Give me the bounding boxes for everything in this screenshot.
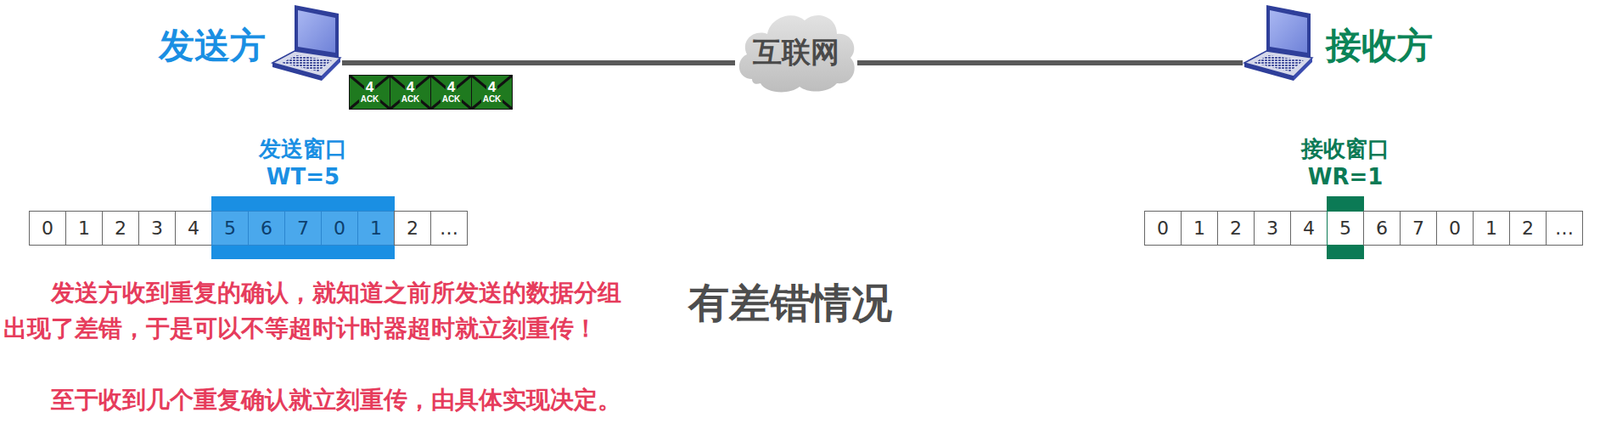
ack-text: ACK <box>481 95 504 105</box>
window-heading: 发送窗口WT=5 <box>258 134 348 191</box>
sequence-number: 1 <box>1193 217 1206 239</box>
sequence-cell: 1 <box>1472 210 1511 246</box>
window-heading: 接收窗口WR=1 <box>1301 134 1390 191</box>
ack-packet: 4ACK <box>348 74 391 110</box>
window-band: 5接收窗口WR=1 <box>1326 196 1365 259</box>
sequence-number: … <box>1555 217 1574 239</box>
ack-text: 4 <box>486 79 498 96</box>
network-link <box>857 60 1243 66</box>
sequence-cell: 7 <box>1399 210 1438 246</box>
ack-packet: 4ACK <box>389 74 432 110</box>
sequence-cell: 1 <box>357 210 395 246</box>
window-label: WT=5 <box>258 162 348 191</box>
sequence-number: 2 <box>114 217 127 239</box>
sequence-cell: 2 <box>1509 210 1547 246</box>
sequence-cell: … <box>430 210 468 246</box>
cross-line <box>471 75 512 109</box>
cloud-label: 互联网 <box>752 29 840 73</box>
host-computer: 接收方 <box>1242 5 1314 87</box>
sequence-cell: 0 <box>1144 210 1182 246</box>
sequence-number: 3 <box>151 217 163 239</box>
window-label: 发送窗口 <box>258 134 348 163</box>
sequence-number: 2 <box>1521 217 1534 239</box>
sequence-number: 5 <box>1339 217 1352 239</box>
sequence-number: 6 <box>1375 217 1388 239</box>
sequence-number: 0 <box>1448 217 1461 239</box>
sequence-cell: 0 <box>28 210 67 246</box>
window-band: 56701发送窗口WT=5 <box>211 196 395 259</box>
sequence-number: 7 <box>297 217 309 239</box>
sequence-number: 1 <box>1485 217 1498 239</box>
note-text: 发送方收到重复的确认，就知道之前所发送的数据分组 出现了差错，于是可以不等超时计… <box>3 275 636 347</box>
sequence-number: 6 <box>260 217 273 239</box>
laptop-icon <box>272 5 341 81</box>
network-link <box>342 60 736 66</box>
window-label: 接收窗口 <box>1301 134 1390 163</box>
cross-line <box>431 75 472 109</box>
note-text: 至于收到几个重复确认就立刻重传，由具体实现决定。 <box>3 381 636 418</box>
cloud-outline <box>739 15 855 92</box>
sequence-cell: 2 <box>393 210 432 246</box>
ack-text: 4 <box>445 79 457 96</box>
cross-line <box>471 75 512 109</box>
ack-text: ACK <box>359 95 382 105</box>
sequence-cell: 4 <box>1290 210 1328 246</box>
sequence-number: 2 <box>1229 217 1242 239</box>
host-label: 发送方 <box>158 26 266 66</box>
ack-text: ACK <box>399 95 422 105</box>
sequence-cell: 5 <box>211 210 249 246</box>
cross-line <box>349 75 390 109</box>
cross-line <box>390 75 431 109</box>
sequence-cell: 2 <box>101 210 140 246</box>
sequence-cell: … <box>1545 210 1584 246</box>
sequence-cell: 2 <box>1217 210 1255 246</box>
sequence-cell: 4 <box>174 210 213 246</box>
sequence-number: 3 <box>1266 217 1279 239</box>
sequence-number: 4 <box>1302 217 1315 239</box>
sequence-cell: 6 <box>1363 210 1401 246</box>
sequence-cell: 0 <box>1436 210 1474 246</box>
sequence-number: 1 <box>78 217 90 239</box>
sequence-number: 0 <box>1156 217 1169 239</box>
sequence-number: 0 <box>333 217 346 239</box>
sequence-cell: 3 <box>1253 210 1292 246</box>
sequence-cell: 3 <box>138 210 176 246</box>
ack-text: 4 <box>364 79 376 96</box>
sequence-cell: 6 <box>247 210 286 246</box>
internet-cloud: 互联网 <box>735 6 858 96</box>
sequence-cell: 7 <box>284 210 322 246</box>
sequence-number: 4 <box>187 217 200 239</box>
sequence-cell: 5 <box>1326 210 1365 246</box>
ack-text: 4 <box>404 79 416 96</box>
sequence-cell: 1 <box>1180 210 1219 246</box>
ack-packet: 4ACK <box>471 74 513 110</box>
window-label: WR=1 <box>1301 162 1390 191</box>
cross-line <box>390 75 431 109</box>
sequence-cell: 0 <box>320 210 359 246</box>
sequence-number: … <box>439 217 459 239</box>
scenario-title: 有差错情况 <box>688 278 893 328</box>
cross-line <box>431 75 472 109</box>
laptop-icon <box>1244 5 1313 81</box>
sequence-number: 7 <box>1412 217 1425 239</box>
sequence-number: 2 <box>406 217 419 239</box>
cross-line <box>349 75 390 109</box>
host-label: 接收方 <box>1325 26 1433 66</box>
host-computer: 发送方 <box>270 5 343 87</box>
ack-packet: 4ACK <box>430 74 472 110</box>
sequence-number: 0 <box>41 217 54 239</box>
ack-text: ACK <box>440 95 463 105</box>
sequence-cell: 1 <box>65 210 103 246</box>
sequence-number: 1 <box>370 217 382 239</box>
sequence-number: 5 <box>224 217 236 239</box>
